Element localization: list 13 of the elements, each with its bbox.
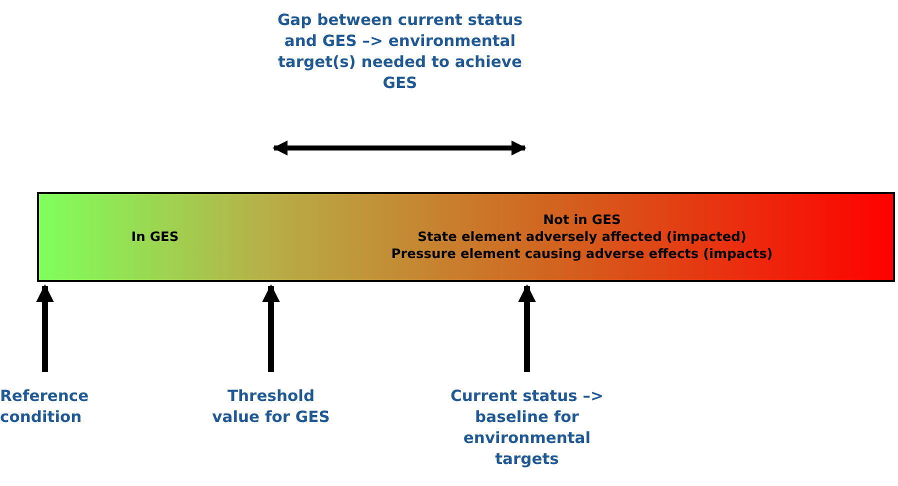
segment-text: In GES	[131, 228, 179, 246]
arrow	[36, 284, 54, 372]
gap-annotation: Gap between current status and GES –> environmental target(s) needed to achieve GES	[276, 10, 524, 94]
arrow	[262, 284, 280, 372]
reference-condition-label: Reference condition	[0, 386, 110, 430]
current-status-label: Current status –> baseline for environmental targets	[432, 386, 622, 474]
not-in-ges-segment	[271, 192, 895, 282]
segment-text: Pressure element causing adverse effects (impacts)	[391, 246, 773, 262]
segment-text: State element adversely affected (impacted)	[418, 228, 746, 246]
threshold-label: Threshold value for GES	[206, 386, 336, 452]
arrow	[518, 284, 536, 372]
in-ges-segment	[37, 192, 273, 282]
segment-text: Not in GES	[543, 212, 621, 228]
